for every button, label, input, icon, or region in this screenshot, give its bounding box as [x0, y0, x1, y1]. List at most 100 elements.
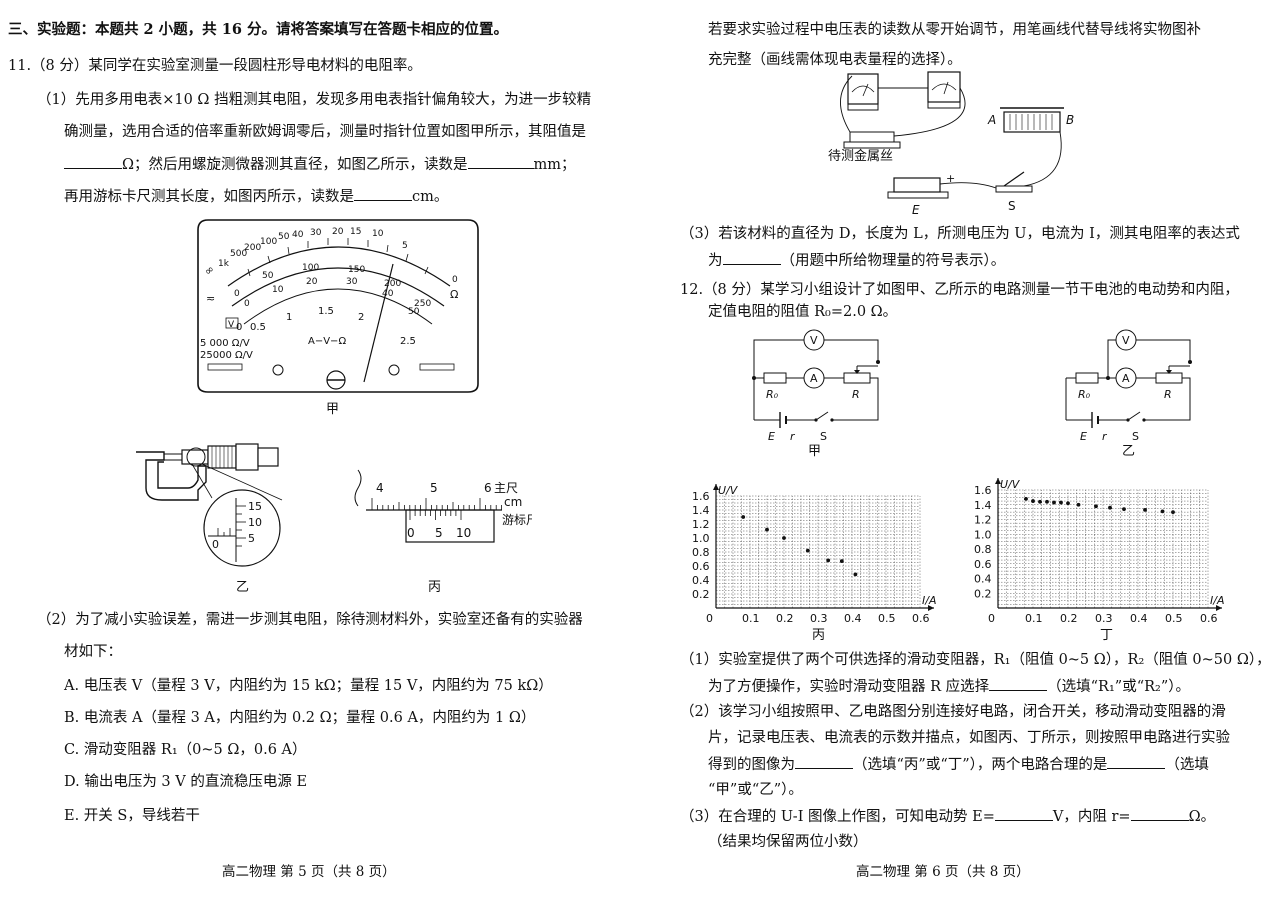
q12-p2-line3-text: 得到的图像为 [708, 757, 795, 773]
data-point [765, 527, 769, 532]
battery-label: E [912, 203, 920, 217]
q11-p1-line1: （1）先用多用电表×10 Ω 挡粗测其电阻，发现多用电表指针偏角较大，为进一步较… [37, 92, 592, 108]
emf-label: E [1080, 430, 1087, 443]
ohm-tick-label: 200 [244, 243, 261, 253]
switch-icon [995, 185, 1033, 193]
y-tick-label: 0.8 [974, 543, 992, 556]
rheostat-terminal-b: B [1066, 113, 1074, 127]
data-point [826, 558, 831, 563]
switch-label: S [1008, 199, 1016, 213]
data-point [1031, 499, 1035, 503]
q11-cont-line2: 充完整（画线需体现电表量程的选择）。 [708, 52, 962, 68]
q12-p2-line3: 得到的图像为（选填“丙”或“丁”），两个电路合理的是（选填 [708, 754, 1209, 775]
data-point [1143, 508, 1147, 512]
meter-jack-icon [272, 364, 284, 376]
y-axis-arrow-icon [713, 484, 719, 490]
mid-tick-label: 40 [382, 289, 394, 299]
mid-tick-label: 50 [408, 307, 420, 317]
circuit-jia: V A R₀ R E r S [752, 329, 880, 443]
x-tick-label: 0.4 [1130, 612, 1148, 625]
x-axis-arrow-icon [928, 605, 934, 611]
y-tick-label: 1.6 [974, 484, 992, 497]
page-footer-left: 高二物理 第 5 页（共 8 页） [222, 864, 396, 880]
answer-blank[interactable] [1130, 806, 1189, 821]
low-tick-label: 0.5 [250, 322, 266, 333]
x-axis-label: I/A [1210, 594, 1224, 607]
thimble-label: 5 [248, 532, 255, 545]
option-c: C. 滑动变阻器 R₁（0~5 Ω，0.6 A） [64, 742, 307, 758]
fixed-resistor-icon [763, 372, 787, 384]
option-a: A. 电压表 V（量程 3 V，内阻约为 15 kΩ；量程 15 V，内阻约为 … [64, 678, 553, 694]
vernier-label: 5 [435, 526, 443, 540]
origin-label: 0 [706, 612, 713, 625]
caliper-unit: cm [504, 495, 522, 509]
main-scale-label: 4 [376, 481, 384, 495]
x-tick-label: 0.1 [1025, 612, 1043, 625]
x-axis-arrow-icon [1216, 605, 1222, 611]
q11-p1-line4-text: 再用游标卡尺测其长度，如图丙所示，读数是 [64, 189, 354, 205]
data-point [1094, 504, 1098, 509]
answer-blank[interactable] [795, 754, 853, 769]
x-axis-label: I/A [922, 594, 936, 607]
vernier-caliper-figure: 4 5 6 主尺 cm 游标尺 0 5 10 [354, 469, 532, 543]
x-tick-label: 0.1 [742, 612, 760, 625]
rheostat-symbol-icon [1155, 372, 1183, 384]
answer-blank[interactable] [989, 676, 1048, 691]
option-e: E. 开关 S，导线若干 [64, 808, 200, 824]
internal-r-label: r [790, 430, 796, 443]
q12-p3-line1-mid: V，内阻 r= [1052, 809, 1131, 825]
q12-p1-line2: 为了方便操作，实验时滑动变阻器 R 应选择（选填“R₁”或“R₂”）。 [708, 676, 1190, 697]
r0-label: R₀ [1078, 388, 1091, 401]
q12-p2-line3-tail: （选填 [1165, 757, 1209, 773]
q11-p3-line2-text: 为 [708, 253, 723, 269]
ammeter-label: A [810, 372, 818, 385]
answer-blank[interactable] [994, 806, 1053, 821]
q12-stem-line2: 定值电阻的阻值 R₀=2.0 Ω。 [708, 304, 898, 320]
y-tick-label: 0.4 [974, 573, 992, 586]
x-tick-label: 0.2 [1060, 612, 1078, 625]
ohm-tick-label: 0 [452, 275, 458, 285]
battery-plus: + [946, 172, 955, 185]
q12-p1-line1: （1）实验室提供了两个可供选择的滑动变阻器，R₁（阻值 0~5 Ω），R₂（阻值… [680, 652, 1268, 668]
y-axis-arrow-icon [995, 478, 1001, 484]
apparatus-figure: 待测金属丝 A B + E S [828, 71, 1074, 217]
q11-p2-line2: 材如下： [64, 644, 122, 660]
y-tick-label: 1.0 [692, 532, 710, 545]
dc-tick-label: 100 [302, 263, 319, 273]
voltmeter-device-icon [847, 73, 879, 105]
thimble-label: 15 [248, 500, 262, 513]
mid-tick-label: 20 [306, 277, 318, 287]
data-point [805, 548, 810, 553]
meter-model-label: A−V−Ω [308, 336, 346, 347]
graph-caption-bing: 丙 [812, 628, 826, 643]
figure-caption-jia: 甲 [326, 402, 340, 417]
data-point [1052, 500, 1056, 505]
section-title: 三、实验题：本题共 2 小题，共 16 分。请将答案填写在答题卡相应的位置。 [8, 21, 508, 38]
main-scale-label: 6 [484, 481, 492, 495]
answer-blank[interactable] [354, 186, 412, 201]
data-point [1045, 499, 1049, 504]
q11-cont-line1: 若要求实验过程中电压表的读数从零开始调节，用笔画线代替导线将实物图补 [708, 22, 1201, 38]
y-axis-label: U/V [1000, 478, 1021, 491]
answer-blank[interactable] [1107, 754, 1166, 769]
circuit-caption-yi: 乙 [1122, 444, 1136, 459]
data-point [1160, 509, 1165, 514]
data-point [853, 572, 858, 577]
circuit-yi: V A R₀ R E r S [1065, 329, 1192, 443]
data-point [839, 559, 844, 563]
low-tick-label: 2.5 [400, 336, 416, 347]
answer-blank[interactable] [467, 154, 534, 169]
answer-blank[interactable] [64, 154, 122, 169]
answer-blank[interactable] [722, 250, 781, 265]
metal-wire-label: 待测金属丝 [828, 148, 893, 164]
low-tick-label: 1.5 [318, 306, 334, 317]
ohm-tick-label: 500 [230, 249, 247, 259]
vernier-scale-name: 游标尺 [502, 513, 532, 527]
dc-tick-label: 50 [262, 271, 274, 281]
rheostat-icon [1003, 111, 1061, 133]
origin-label: 0 [988, 612, 995, 625]
y-tick-label: 0.8 [692, 546, 710, 559]
y-tick-label: 0.6 [692, 560, 710, 573]
rheostat-symbol-icon [843, 372, 871, 384]
